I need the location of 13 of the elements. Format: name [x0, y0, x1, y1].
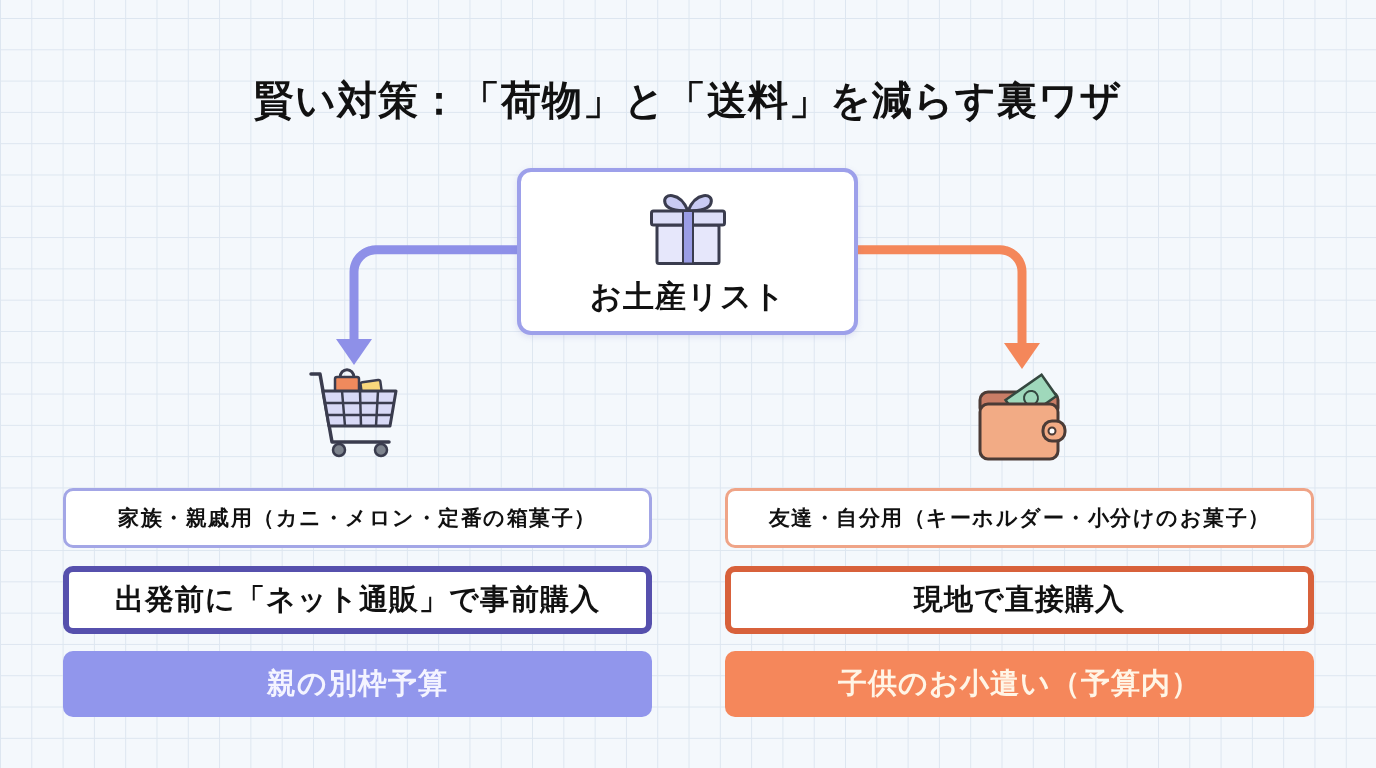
arrow [336, 245, 517, 365]
purchase-method-box: 現地で直接購入 [725, 566, 1314, 634]
wallet-icon [977, 370, 1067, 462]
card-title: お土産リスト [589, 277, 786, 315]
target-box: 家族・親戚用（カニ・メロン・定番の箱菓子） [63, 488, 652, 548]
target-box: 友達・自分用（キーホルダー・小分けのお菓子） [725, 488, 1314, 548]
budget-bar: 子供のお小遣い（予算内） [725, 651, 1314, 717]
arrow [858, 245, 1040, 369]
purchase-method-box: 出発前に「ネット通販」で事前購入 [63, 566, 652, 634]
diagram-title: 賢い対策：「荷物」と「送料」を減らす裏ワザ [254, 76, 1122, 125]
budget-bar: 親の別枠予算 [63, 651, 652, 717]
list-card [517, 168, 858, 335]
shopping-cart-icon [309, 366, 399, 458]
